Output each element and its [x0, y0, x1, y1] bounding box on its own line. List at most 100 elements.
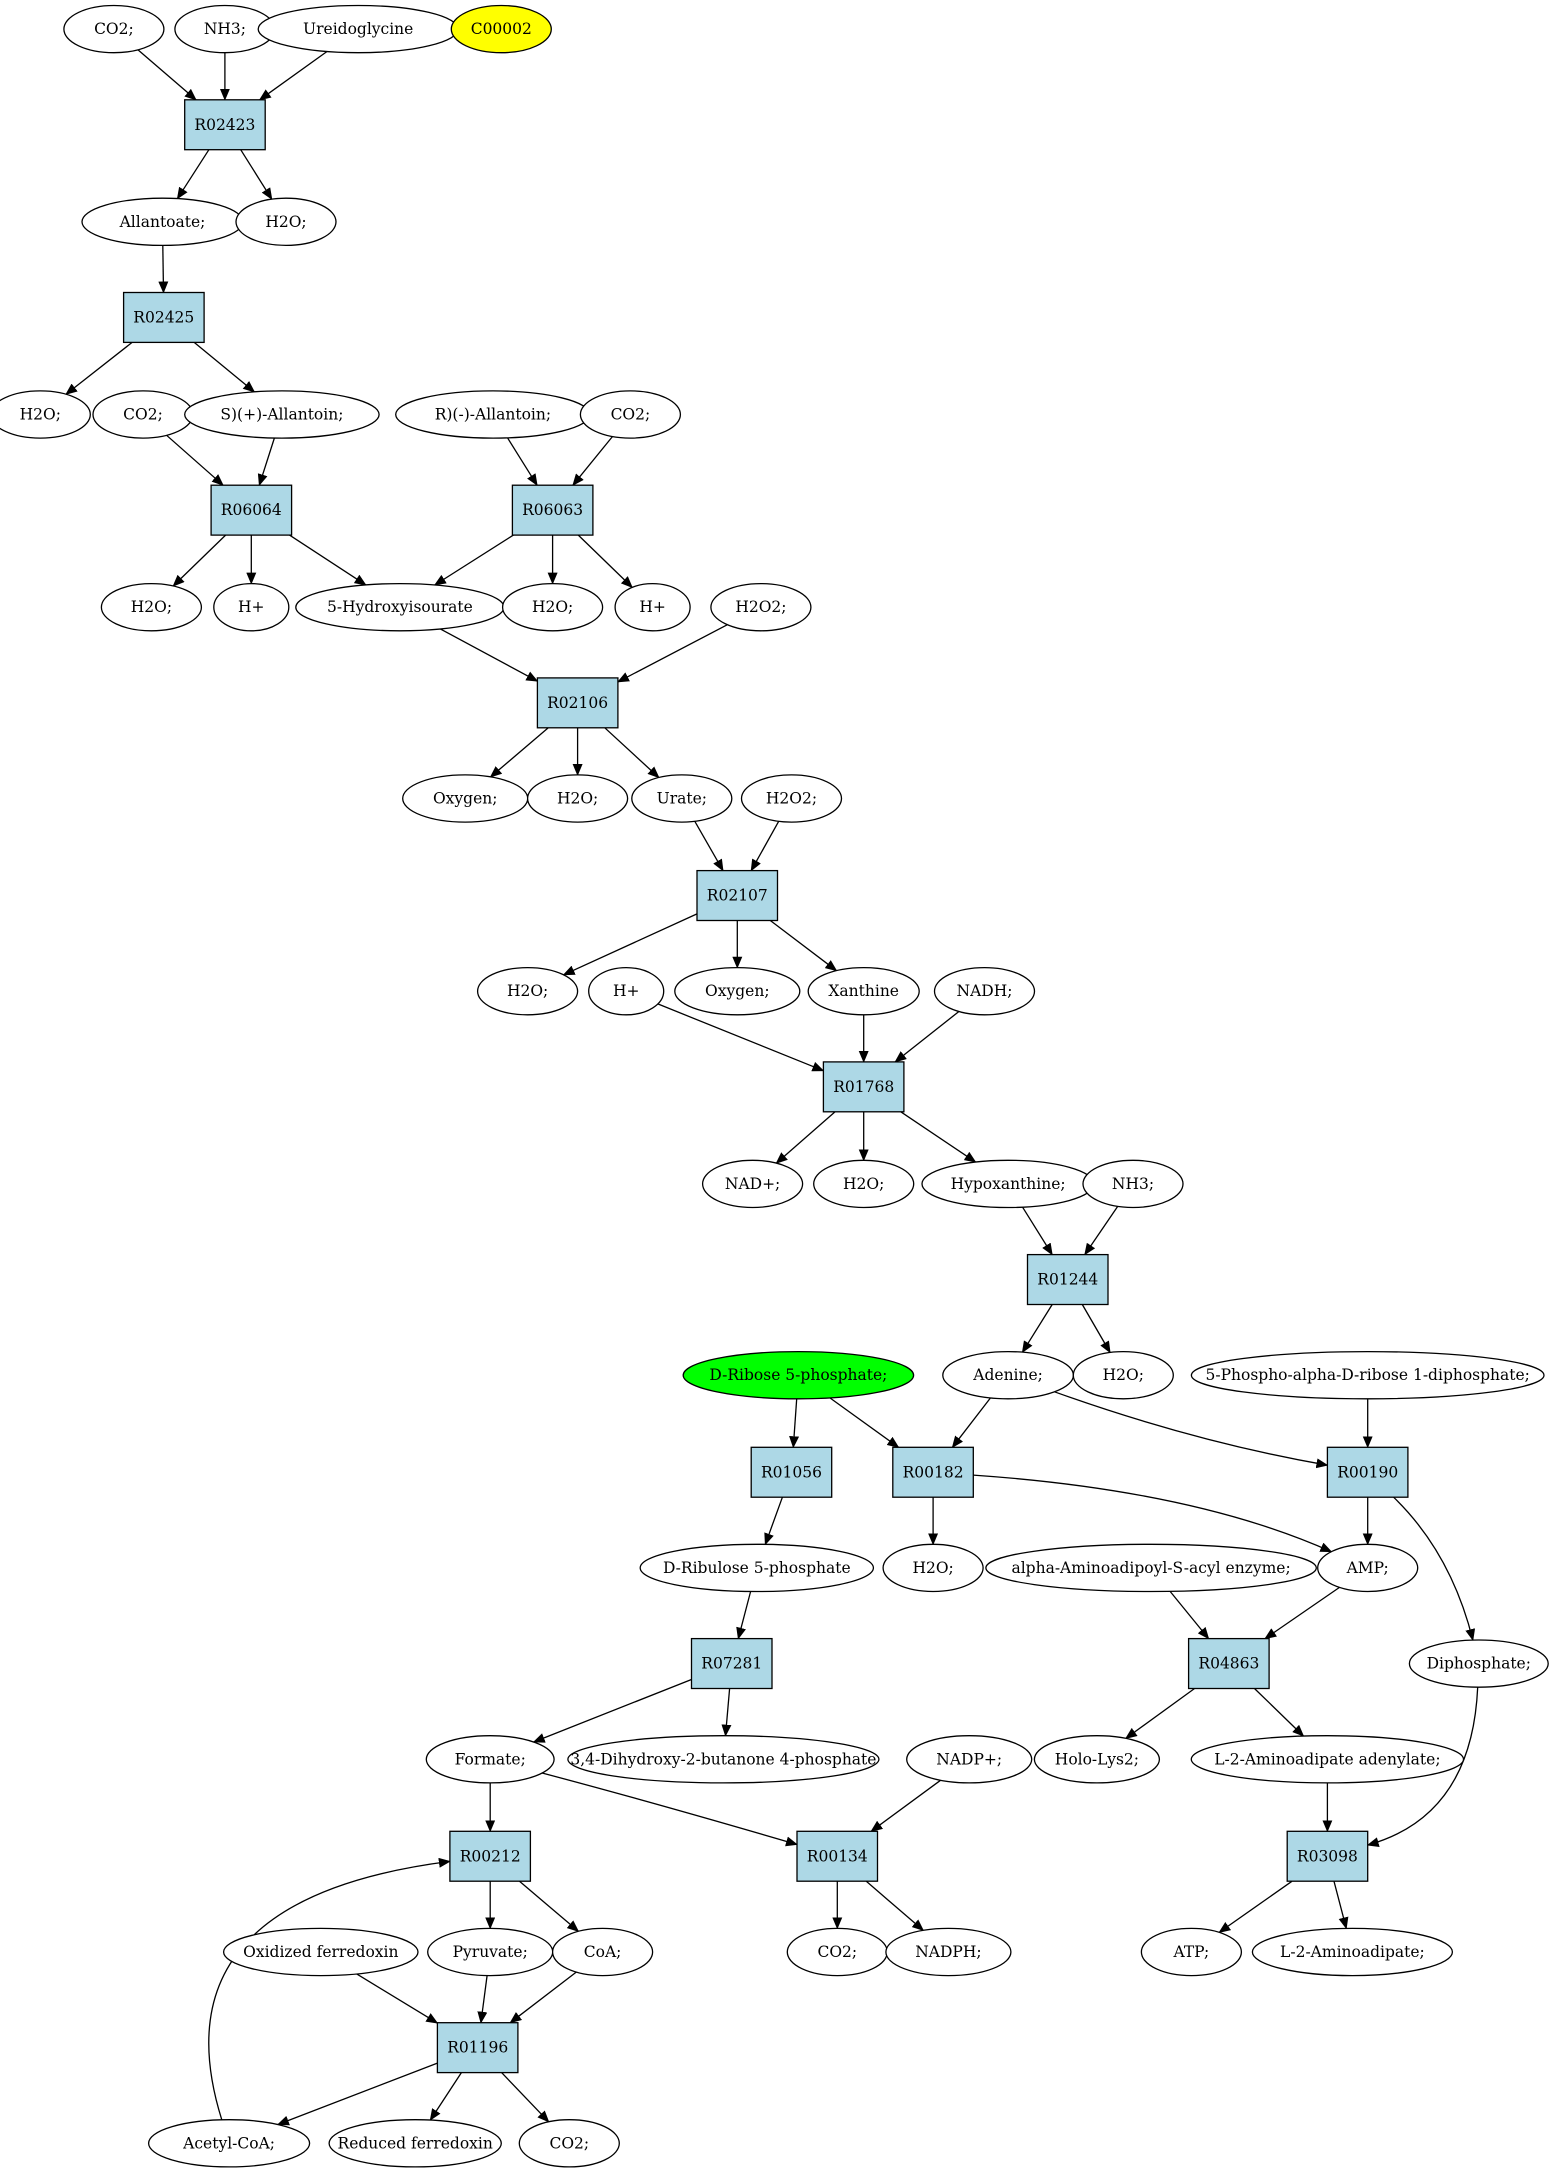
compound-node-c_co2_4[interactable]: CO2; [786, 1927, 888, 1977]
reaction-node-r_R06063[interactable]: R06063 [511, 484, 594, 536]
compound-ellipse [518, 2119, 620, 2168]
compound-node-c_5hiu[interactable]: 5-Hydroxyisourate [295, 582, 505, 632]
compound-node-c_l2_aminoadipate[interactable]: L-2-Aminoadipate; [1251, 1927, 1454, 1977]
compound-node-c_h2o2_1[interactable]: H2O2; [710, 582, 812, 632]
reaction-node-r_R06064[interactable]: R06064 [210, 484, 293, 536]
compound-node-c_nadplus[interactable]: NAD+; [701, 1159, 804, 1209]
compound-ellipse [100, 582, 203, 632]
compound-node-c_ribulose5p[interactable]: D-Ribulose 5-phosphate [639, 1543, 875, 1593]
reaction-node-r_R01244[interactable]: R01244 [1026, 1253, 1109, 1306]
compound-node-c_coa[interactable]: CoA; [551, 1927, 654, 1977]
compound-node-c_h2o_2[interactable]: H2O; [0, 390, 91, 439]
compound-node-c_hplus_1[interactable]: H+ [213, 582, 290, 632]
compound-node-c_oxygen_2[interactable]: Oxygen; [674, 966, 801, 1016]
reaction-node-r_R07281[interactable]: R07281 [690, 1637, 773, 1690]
compound-node-c_h2o_7[interactable]: H2O; [813, 1159, 915, 1209]
compound-node-c_amp[interactable]: AMP; [1317, 1543, 1419, 1593]
reaction-box [1286, 1830, 1369, 1882]
compound-node-c_nh3_top[interactable]: NH3; [174, 4, 276, 54]
compound-node-c_s_allantoin[interactable]: S)(+)-Allantoin; [184, 390, 380, 439]
compound-node-c_c00002[interactable]: C00002 [450, 4, 552, 54]
reaction-node-r_R03098[interactable]: R03098 [1286, 1830, 1369, 1882]
reaction-node-r_R00182[interactable]: R00182 [892, 1446, 974, 1498]
compound-ellipse [425, 1735, 555, 1784]
compound-node-c_h2o_4[interactable]: H2O; [501, 582, 604, 632]
reaction-node-r_R02106[interactable]: R02106 [536, 677, 619, 729]
compound-node-c_nh3_2[interactable]: NH3; [1082, 1159, 1184, 1209]
edge-c_h2o2_1-to-r_R02106 [617, 624, 728, 683]
compound-node-c_urate[interactable]: Urate; [631, 774, 733, 823]
reaction-node-r_R02425[interactable]: R02425 [122, 291, 205, 344]
compound-node-c_allantoate[interactable]: Allantoate; [81, 197, 244, 247]
compound-node-c_nadh[interactable]: NADH; [933, 966, 1036, 1016]
node-label: H+ [238, 598, 265, 616]
compound-node-c_hypoxanthine[interactable]: Hypoxanthine; [921, 1159, 1095, 1209]
compound-ellipse [639, 1543, 875, 1593]
reaction-node-r_R00190[interactable]: R00190 [1326, 1446, 1409, 1498]
compound-ellipse [710, 582, 812, 632]
reaction-node-r_R01056[interactable]: R01056 [750, 1446, 833, 1498]
node-label: R00190 [1337, 1463, 1398, 1481]
compound-ellipse [1140, 1927, 1243, 1977]
compound-node-c_co2_top[interactable]: CO2; [63, 4, 165, 54]
compound-node-c_ureidoglycine[interactable]: Ureidoglycine [257, 4, 459, 54]
compound-ellipse [184, 390, 380, 439]
compound-node-c_formate[interactable]: Formate; [425, 1735, 555, 1784]
compound-node-c_acetyl_coa[interactable]: Acetyl-CoA; [147, 2119, 311, 2168]
reaction-node-r_R00134[interactable]: R00134 [796, 1830, 879, 1882]
edge-r_R00134-to-c_nadph [865, 1880, 925, 1932]
compound-node-c_oxygen_1[interactable]: Oxygen; [402, 774, 529, 823]
reaction-node-r_R01768[interactable]: R01768 [822, 1061, 905, 1113]
compound-node-c_ribose5p[interactable]: D-Ribose 5-phosphate; [682, 1350, 915, 1400]
compound-node-c_h2o_5[interactable]: H2O; [526, 774, 629, 823]
compound-node-c_ox_ferredoxin[interactable]: Oxidized ferredoxin [222, 1927, 419, 1977]
node-label: D-Ribulose 5-phosphate [663, 1559, 851, 1577]
edge-r_R00212-to-c_coa [519, 1880, 580, 1932]
compound-node-c_dhbp[interactable]: 3,4-Dihydroxy-2-butanone 4-phosphate [567, 1735, 880, 1784]
compound-node-c_aminoadipoyl[interactable]: alpha-Aminoadipoyl-S-acyl enzyme; [985, 1543, 1317, 1593]
compound-node-c_hplus_2[interactable]: H+ [614, 582, 691, 632]
compound-node-c_prpp[interactable]: 5-Phospho-alpha-D-ribose 1-diphosphate; [1190, 1350, 1545, 1400]
compound-node-c_h2o_6[interactable]: H2O; [476, 966, 579, 1016]
reaction-node-r_R01196[interactable]: R01196 [436, 2022, 519, 2074]
compound-ellipse [614, 582, 691, 632]
compound-node-c_adenine[interactable]: Adenine; [942, 1350, 1075, 1400]
reaction-box [690, 1637, 773, 1690]
compound-node-c_co2_2[interactable]: CO2; [92, 390, 194, 439]
reaction-node-r_R04863[interactable]: R04863 [1187, 1637, 1270, 1690]
node-label: H+ [613, 982, 640, 1000]
compound-node-c_co2_3[interactable]: CO2; [579, 390, 682, 439]
edge-c_pyruvate-to-r_R01196 [477, 1975, 488, 2024]
compound-node-c_h2o_1[interactable]: H2O; [235, 197, 337, 247]
compound-node-c_l2_aminoadipate_adenylate[interactable]: L-2-Aminoadipate adenylate; [1190, 1735, 1465, 1784]
compound-node-c_pyruvate[interactable]: Pyruvate; [427, 1927, 554, 1977]
compound-node-c_h2o_3[interactable]: H2O; [100, 582, 203, 632]
compound-node-c_diphosphate[interactable]: Diphosphate; [1408, 1639, 1549, 1688]
compound-ellipse [213, 582, 290, 632]
compound-node-c_holo_lys2[interactable]: Holo-Lys2; [1033, 1735, 1161, 1784]
node-label: H2O; [1103, 1366, 1144, 1384]
compound-ellipse [906, 1735, 1033, 1784]
edge-c_5hiu-to-r_R02106 [439, 628, 539, 682]
compound-node-c_h2o_8[interactable]: H2O; [1072, 1350, 1174, 1400]
reaction-node-r_R02423[interactable]: R02423 [184, 99, 266, 151]
compound-node-c_co2_5[interactable]: CO2; [518, 2119, 620, 2168]
compound-node-c_nadph[interactable]: NADPH; [885, 1927, 1012, 1977]
edge-r_R03098-to-c_atp [1218, 1880, 1293, 1933]
reaction-box [210, 484, 293, 536]
reaction-box [796, 1830, 879, 1882]
compound-node-c_red_ferredoxin[interactable]: Reduced ferredoxin [328, 2119, 502, 2168]
edge-r_R01196-to-c_co2_5 [501, 2072, 550, 2123]
reaction-node-r_R02107[interactable]: R02107 [696, 869, 779, 922]
compound-node-c_xanthine[interactable]: Xanthine [807, 966, 920, 1016]
compound-node-c_h2o_9[interactable]: H2O; [882, 1543, 984, 1593]
compound-node-c_r_allantoin[interactable]: R)(-)-Allantoin; [395, 390, 591, 439]
compound-node-c_nadpplus[interactable]: NADP+; [906, 1735, 1033, 1784]
compound-node-c_hplus_3[interactable]: H+ [588, 966, 665, 1016]
node-label: Diphosphate; [1427, 1655, 1531, 1673]
compound-node-c_h2o2_2[interactable]: H2O2; [740, 774, 843, 823]
compound-node-c_atp[interactable]: ATP; [1140, 1927, 1243, 1977]
reaction-node-r_R00212[interactable]: R00212 [449, 1830, 532, 1882]
reaction-box [892, 1446, 974, 1498]
